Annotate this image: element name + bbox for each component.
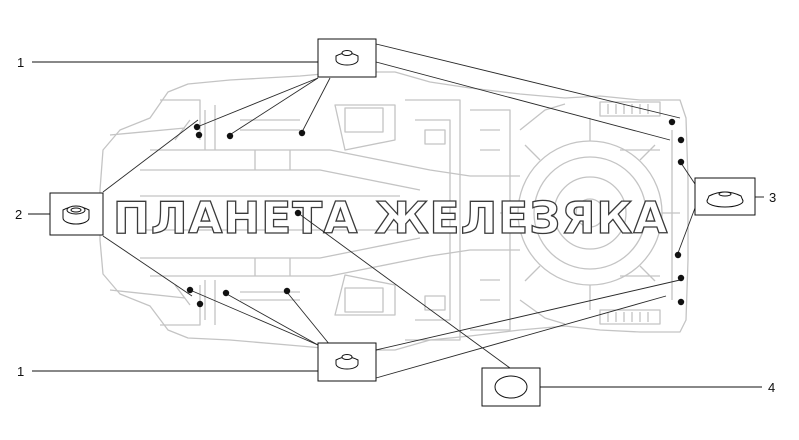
part-3-box	[694, 177, 756, 216]
part-4-box	[481, 367, 541, 407]
flat-disc-plug-icon	[494, 375, 528, 399]
installation-points	[186, 118, 685, 308]
callout-number-2: 2	[15, 207, 22, 222]
part-2-box	[49, 192, 104, 236]
grommet-plug-small-icon	[335, 354, 359, 370]
floor-pan-drawing	[99, 71, 689, 351]
grommet-plug-small-icon	[335, 50, 359, 66]
callout-number-4: 4	[768, 380, 775, 395]
callout-leaders	[28, 61, 764, 388]
callout-number-1-bottom: 1	[17, 364, 24, 379]
part-1-top-box	[317, 38, 377, 78]
callout-number-1-top: 1	[17, 55, 24, 70]
callout-number-3: 3	[769, 190, 776, 205]
leader-lines	[102, 43, 696, 379]
grommet-plug-tall-icon	[62, 205, 90, 225]
part-1-bottom-box	[317, 342, 377, 382]
grommet-plug-wide-icon	[706, 191, 744, 208]
watermark-text: ПЛАНЕТА ЖЕЛЕЗЯКА	[113, 193, 668, 244]
